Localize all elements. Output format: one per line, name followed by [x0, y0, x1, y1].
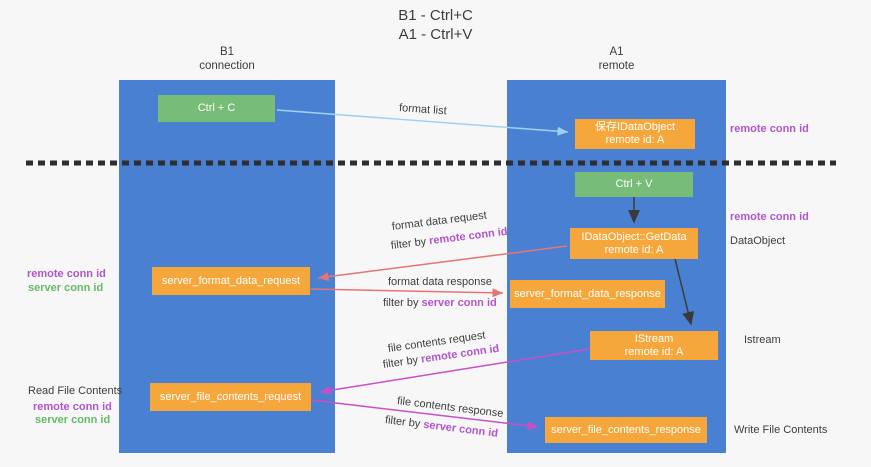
node-istream-line2: remote id: A: [624, 345, 684, 358]
label-istream: Istream: [744, 334, 781, 346]
label-remote-conn-id-mid-right: remote conn id: [730, 211, 809, 223]
node-server-format-data-response-label: server_format_data_response: [514, 287, 661, 300]
label-remote-conn-id-top-right: remote conn id: [730, 123, 809, 135]
node-ctrl-v-label: Ctrl + V: [615, 178, 653, 190]
label-dataobject: DataObject: [730, 235, 786, 247]
label-read-file-contents: Read File Contents: [28, 385, 123, 397]
node-idataobject-getdata-line1: IDataObject::GetData: [581, 230, 687, 243]
filter-by-text: filter by: [383, 297, 419, 309]
right-column-subtitle: remote: [598, 60, 635, 72]
label-remote-conn-id-left: remote conn id: [27, 268, 106, 280]
filter-by-text: filter by: [384, 414, 421, 431]
node-server-format-data-request: server_format_data_request: [152, 267, 310, 295]
node-istream-line1: IStream: [634, 332, 674, 345]
label-format-data-response: format data response: [388, 276, 492, 288]
node-istream: IStream remote id: A: [590, 331, 718, 360]
remote-conn-id-text: remote conn id: [428, 225, 509, 248]
node-server-file-contents-response-label: server_file_contents_response: [551, 423, 701, 436]
left-column-header: B1 connection: [119, 45, 335, 73]
filter-by-text: filter by: [382, 354, 419, 371]
arrow-format-data-response: [310, 288, 504, 298]
node-ctrl-c-label: Ctrl + C: [197, 102, 236, 114]
label-format-list: format list: [398, 102, 448, 118]
node-save-idataobject: 保存IDataObject remote id: A: [575, 119, 695, 149]
node-save-idataobject-line1: 保存IDataObject: [594, 121, 676, 133]
node-idataobject-getdata-line2: remote id: A: [604, 243, 664, 256]
node-ctrl-v: Ctrl + V: [575, 172, 693, 197]
right-column-name: A1: [609, 46, 624, 58]
node-idataobject-getdata: IDataObject::GetData remote id: A: [570, 228, 698, 259]
label-filter-by-server-conn-id-1: filter by server conn id: [383, 297, 497, 310]
node-server-file-contents-request: server_file_contents_request: [150, 383, 311, 411]
node-server-file-contents-response: server_file_contents_response: [545, 417, 707, 443]
title-line-2: A1 - Ctrl+V: [398, 26, 473, 43]
node-ctrl-c: Ctrl + C: [158, 95, 275, 122]
left-column-name: B1: [219, 46, 235, 58]
node-save-idataobject-line2: remote id: A: [605, 134, 665, 146]
left-column-subtitle: connection: [199, 60, 255, 72]
node-server-format-data-response: server_format_data_response: [510, 280, 665, 308]
right-column-header: A1 remote: [507, 45, 726, 73]
label-remote-conn-id-bottom-left: remote conn id: [33, 401, 112, 413]
diagram-title: B1 - Ctrl+C A1 - Ctrl+V: [0, 6, 871, 44]
server-conn-id-text: server conn id: [422, 418, 499, 440]
label-write-file-contents: Write File Contents: [734, 424, 828, 436]
label-server-conn-id-left: server conn id: [28, 282, 104, 294]
title-line-1: B1 - Ctrl+C: [398, 7, 473, 24]
node-server-format-data-request-label: server_format_data_request: [161, 274, 301, 287]
filter-by-text: filter by: [390, 235, 427, 252]
label-server-conn-id-bottom-left: server conn id: [35, 414, 111, 426]
server-conn-id-text: server conn id: [421, 297, 497, 309]
node-server-file-contents-request-label: server_file_contents_request: [159, 390, 302, 403]
